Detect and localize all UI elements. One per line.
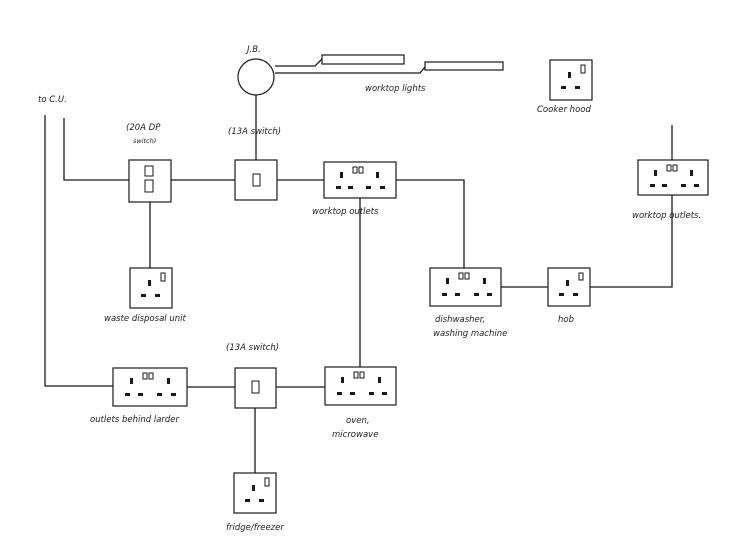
jb-label: J.B. <box>245 45 261 55</box>
worktop-outlets-right-label: worktop outlets. <box>632 211 701 221</box>
dp-switch-label-2: switch) <box>133 137 156 145</box>
worktop-lights-label: worktop lights <box>365 84 426 94</box>
wire-cu-to-larder-outlets <box>44 115 113 387</box>
dishwasher-outlets: dishwasher, washing machine <box>429 267 507 339</box>
oven-label-1: oven, <box>346 416 370 426</box>
worktop-outlets-right: worktop outlets. <box>632 159 709 221</box>
fridge-outlet: fridge/freezer <box>226 472 284 533</box>
worktop-outlets-left-label: worktop outlets <box>312 207 379 217</box>
wire-cu-to-dp-switch <box>63 118 129 181</box>
to-cu-label: to C.U. <box>38 95 67 105</box>
hob-label: hob <box>558 315 574 325</box>
worktop-outlets-left: worktop outlets <box>312 161 397 217</box>
switch-13a-top-label: (13A switch) <box>228 127 281 137</box>
larder-outlets: outlets behind larder <box>90 367 188 425</box>
larder-outlets-label: outlets behind larder <box>90 415 180 425</box>
cooker-hood-label: Cooker hood <box>537 105 591 115</box>
switch-13a-bottom-label: (13A switch) <box>226 343 279 353</box>
dp-switch: (20A DP switch) <box>126 123 172 203</box>
hob-outlet: hob <box>547 267 591 325</box>
waste-disposal-label: waste disposal unit <box>104 314 186 324</box>
switch-13a-bottom: (13A switch) <box>226 343 279 409</box>
wire-worktop-to-dishwasher <box>396 179 465 268</box>
cooker-hood-outlet: Cooker hood <box>537 59 593 115</box>
oven-outlets: oven, microwave <box>324 366 397 440</box>
junction-box: J.B. <box>237 45 275 96</box>
dishwasher-label-2: washing machine <box>433 329 507 339</box>
wires <box>44 58 673 473</box>
fridge-label: fridge/freezer <box>226 523 284 533</box>
dishwasher-label-1: dishwasher, <box>435 315 485 325</box>
oven-label-2: microwave <box>332 430 378 440</box>
wire-hob-to-right-outlets <box>590 195 673 288</box>
waste-disposal-outlet: waste disposal unit <box>104 267 186 324</box>
dp-switch-label-1: (20A DP <box>126 123 161 133</box>
worktop-lights: worktop lights <box>321 54 504 94</box>
switch-13a-top: (13A switch) <box>228 127 281 201</box>
